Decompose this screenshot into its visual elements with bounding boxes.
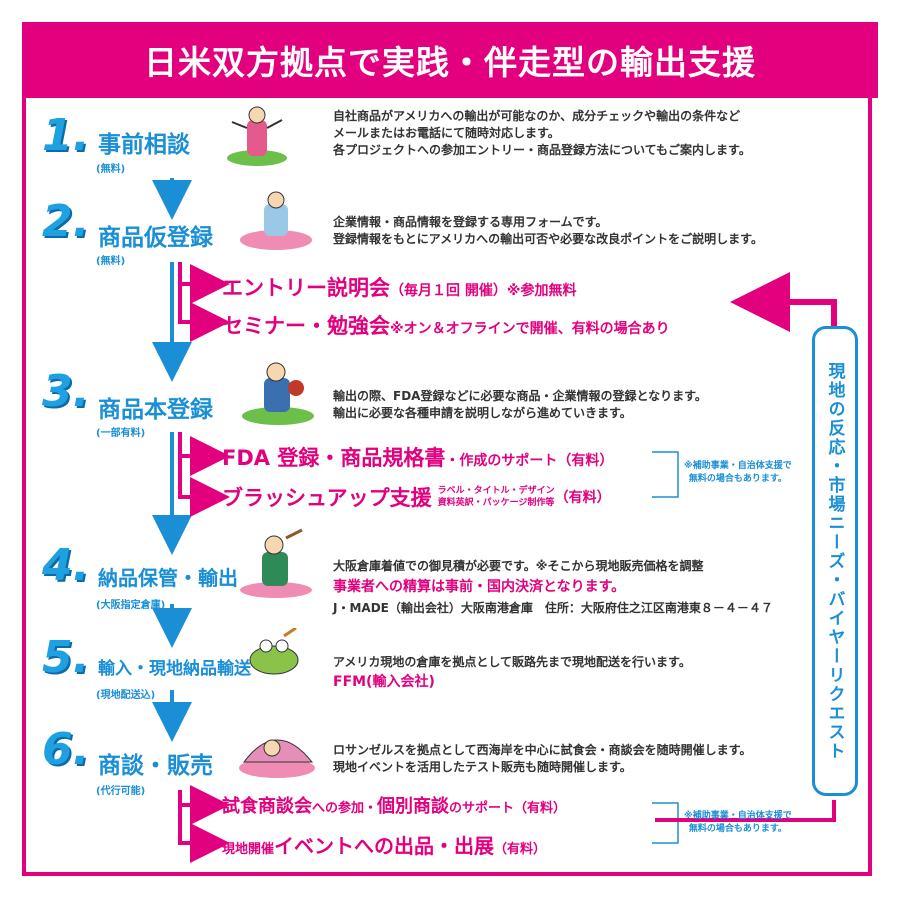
step-1-description: 自社商品がアメリカへの輸出が可能なのか、成分チェックや輸出の条件などメールまたは…: [333, 109, 751, 157]
step-3-name: 商品本登録: [98, 397, 213, 423]
ukiyoe-figure-icon: [240, 191, 312, 250]
fda-support-line: FDA 登録・商品規格書・作成のサポート（有料）: [222, 446, 614, 470]
step-4-sub: (大阪指定倉庫): [96, 600, 166, 611]
step-1-number: 1.: [42, 110, 90, 161]
ukiyoe-figure-icon: [227, 106, 287, 166]
frog-icon: [249, 628, 299, 675]
ukiyoe-figure-icon: [242, 362, 314, 425]
step-2-name: 商品仮登録: [98, 225, 213, 251]
local-event-line: 現地開催イベントへの出品・出展（有料）: [222, 834, 547, 858]
step-5-description: アメリカ現地の倉庫を拠点として販路先まで現地配送を行います。FFM(輸入会社): [333, 655, 691, 690]
step-2-number: 2.: [42, 196, 90, 247]
step-5-sub: (現地配送込): [96, 690, 156, 701]
step-2-sub: (無料): [96, 256, 126, 267]
entry-briefing-line: エントリー説明会（毎月１回 開催）※参加無料: [222, 276, 577, 300]
title-banner: 日米双方拠点で実践・伴走型の輸出支援: [22, 22, 878, 98]
step-4-number: 4.: [42, 540, 90, 591]
market-feedback-label: 現地の反応・市場ニーズ・バイヤーリクエスト: [824, 361, 845, 761]
tasting-meeting-line: 試食商談会への参加・個別商談のサポート（有料）: [222, 796, 567, 817]
step-5-number: 5.: [42, 632, 90, 683]
step-4-description: 大阪倉庫着値での御見積が必要です。※そこから現地販売価格を調整事業者への精算は事…: [333, 559, 773, 615]
page-title: 日米双方拠点で実践・伴走型の輸出支援: [144, 43, 756, 82]
step-2-description: 企業情報・商品情報を登録する専用フォームです。登録情報をもとにアメリカへの輸出可…: [333, 215, 763, 246]
subsidy-note: ※補助事業・自治体支援で無料の場合もあります。: [684, 461, 792, 484]
step-3-number: 3.: [42, 366, 90, 417]
step-4-name: 納品保管・輸出: [98, 566, 238, 590]
step-6-sub: (代行可能): [96, 786, 146, 797]
market-feedback-box: 現地の反応・市場ニーズ・バイヤーリクエスト: [812, 326, 858, 796]
step-6-number: 6.: [42, 724, 90, 775]
brushup-support-line: ブラッシュアップ支援 ラベル・タイトル・デザイン資料英訳・パッケージ制作等 （有…: [222, 486, 611, 510]
shell-figure-icon: [239, 739, 315, 778]
seminar-line: セミナー・勉強会※オン＆オフラインで開催、有料の場合あり: [222, 314, 670, 338]
step-6-name: 商談・販売: [98, 753, 213, 779]
step-6-description: ロサンゼルスを拠点として西海岸を中心に試食会・商談会を随時開催します。現地イベン…: [333, 743, 752, 774]
subsidy-note: ※補助事業・自治体支援で無料の場合もあります。: [684, 811, 792, 834]
step-5-name: 輸入・現地納品輸送: [98, 659, 251, 679]
step-3-sub: (一部有料): [96, 428, 146, 439]
step-3-description: 輸出の際、FDA登録などに必要な商品・企業情報の登録となります。輸出に必要な各種…: [333, 389, 707, 420]
step-1-name: 事前相談: [98, 132, 190, 158]
ukiyoe-figure-icon: [240, 528, 312, 598]
step-1-sub: (無料): [96, 164, 126, 175]
